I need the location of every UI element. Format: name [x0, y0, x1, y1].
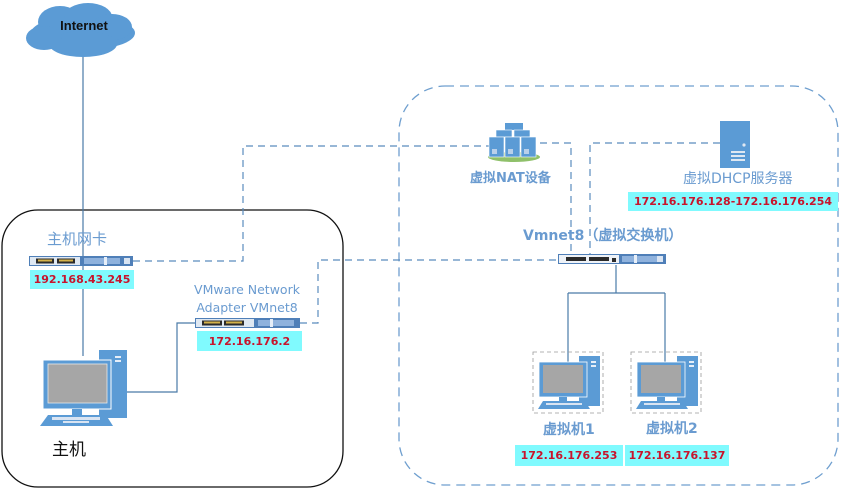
host-nic-ip: 192.168.43.245 [30, 270, 134, 289]
adapter-ip: 172.16.176.2 [197, 331, 302, 351]
server-icon [720, 121, 750, 168]
solid-links [82, 55, 666, 393]
link-adapter-switch [300, 259, 558, 324]
vm2-label: 虚拟机2 [646, 421, 698, 437]
network-adapter-icon [195, 318, 300, 328]
network-card-icon [29, 256, 133, 266]
adapter-label-line1: VMware Network [194, 282, 300, 297]
host-boundary [1, 209, 344, 488]
link-nat-switch [540, 142, 572, 257]
desktop-computer-icon [40, 350, 127, 426]
nat-device-icon [488, 123, 540, 162]
link-dhcp-switch [589, 142, 720, 255]
virtual-machine-icon [630, 351, 702, 414]
switch-icon [558, 254, 666, 264]
cloud-icon [26, 3, 135, 57]
dhcp-label: 虚拟DHCP服务器 [683, 171, 793, 187]
adapter-label-line2: Adapter VMnet8 [196, 300, 298, 315]
nat-label: 虚拟NAT设备 [470, 171, 551, 186]
virtual-machine-icon [532, 351, 604, 414]
dashed-links [133, 142, 720, 324]
internet-label: Internet [60, 18, 108, 33]
dhcp-range: 172.16.176.128-172.16.176.254 [628, 192, 838, 211]
switch-label: Vmnet8（虚拟交换机） [523, 228, 683, 244]
link-nic-nat [133, 145, 490, 262]
host-computer-label: 主机 [52, 440, 86, 460]
vm1-label: 虚拟机1 [543, 422, 595, 438]
virtual-network-boundary [398, 85, 839, 486]
host-nic-label: 主机网卡 [47, 230, 108, 248]
link-host-adapter [127, 322, 195, 393]
vm2-ip: 172.16.176.137 [625, 445, 729, 466]
vm1-ip: 172.16.176.253 [515, 445, 623, 466]
